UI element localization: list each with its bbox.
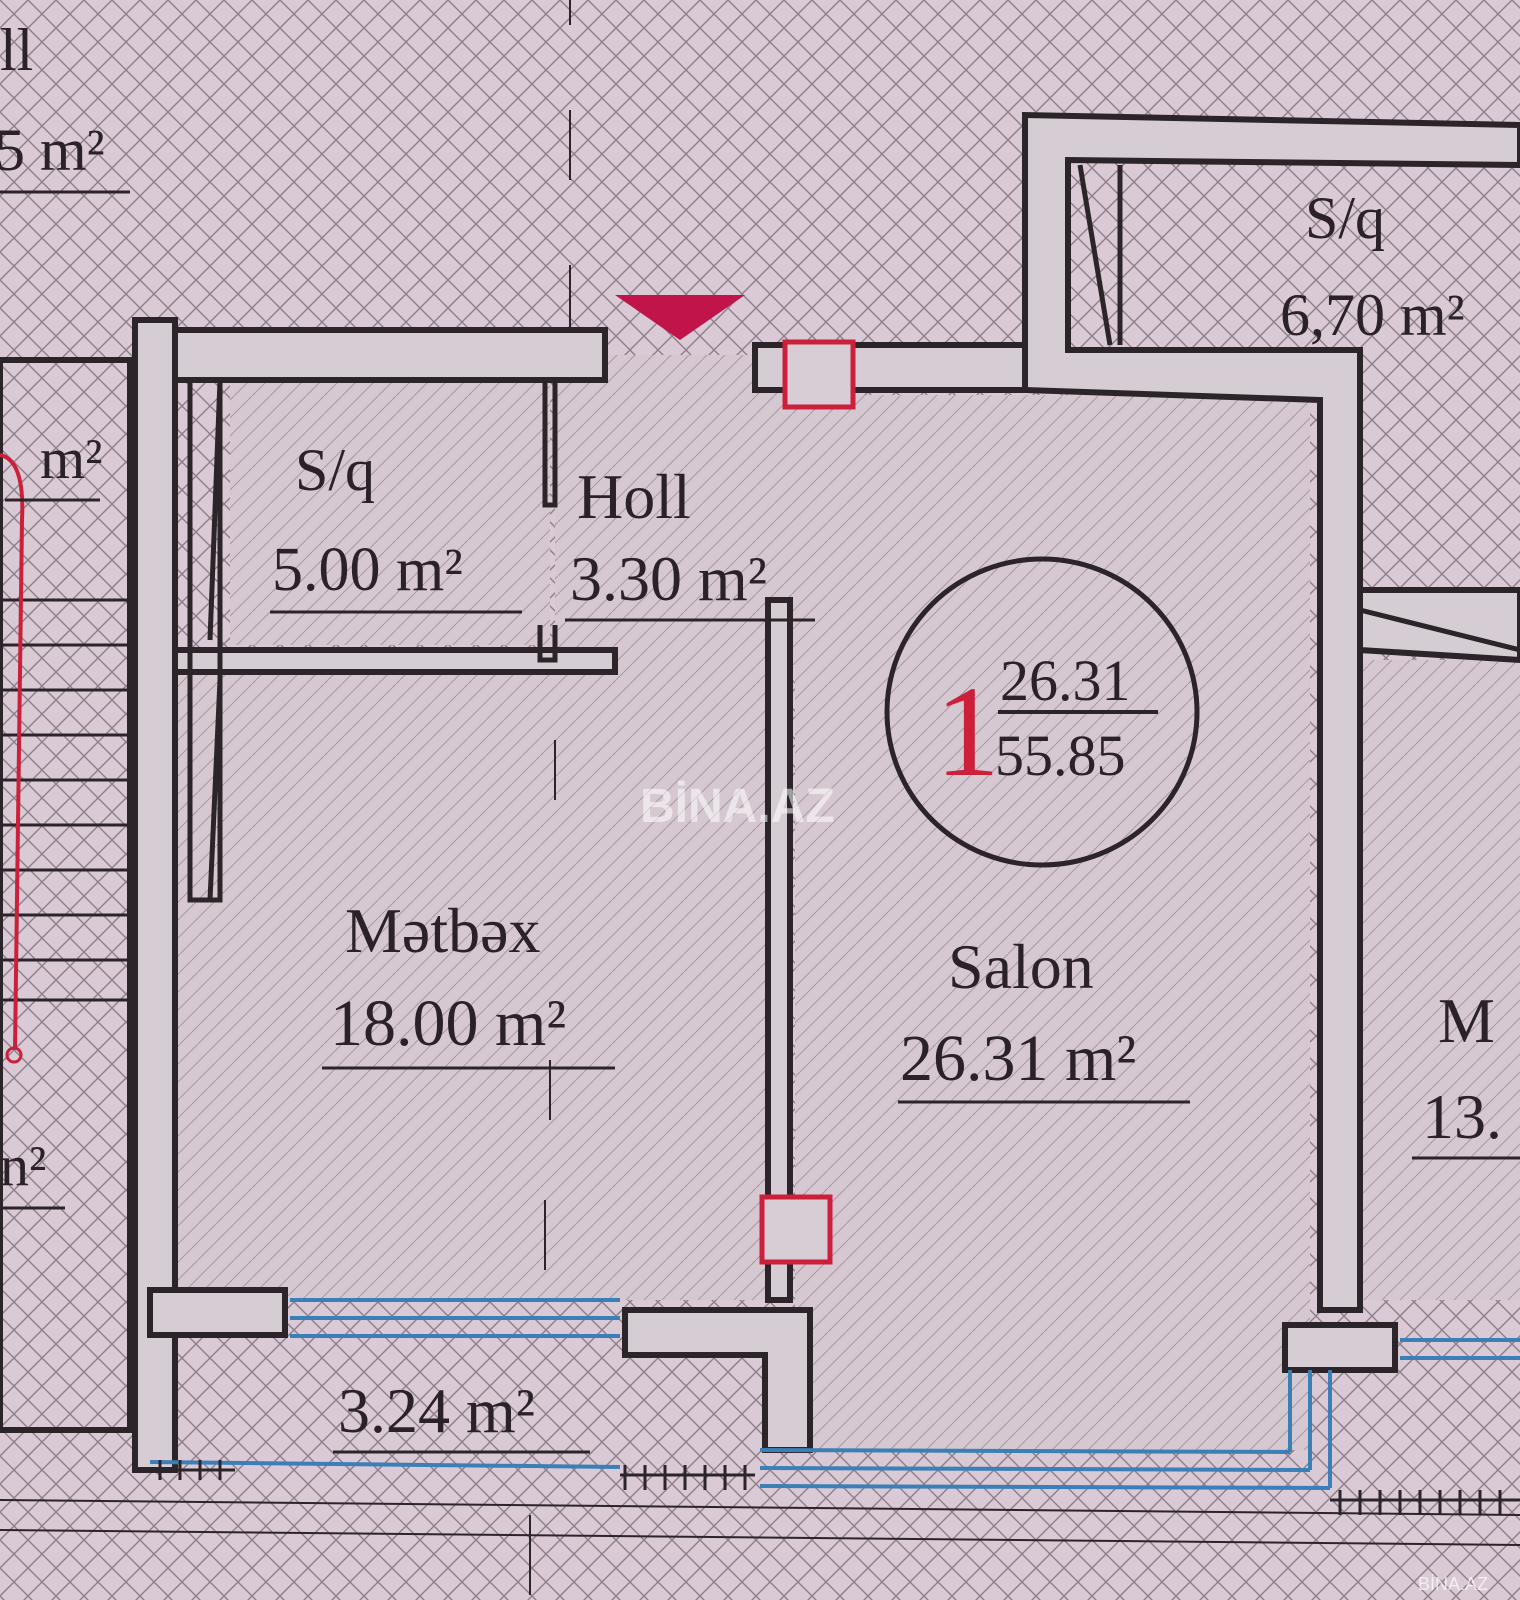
storage-top-right-name: S/q [1305,185,1385,251]
apartment-badge-circle [884,556,1200,868]
wall-stair-frame [0,357,133,1433]
entrance-marker-icon [615,295,745,340]
wall-kitchen-bottom-left [147,1287,288,1338]
kitchen-area: 18.00 m² [330,987,566,1060]
windows [149,1298,1520,1490]
storage-left-floor [230,375,550,645]
right-room-floor [1350,660,1520,1300]
watermark-corner: BİNA.AZ [1418,1574,1488,1594]
wall-salon-pier [1282,1322,1398,1373]
kitchen-name: Mətbəx [345,895,541,966]
salon-floor [795,395,1310,1450]
hall-name: Holl [577,461,691,532]
stair-direction-line [0,453,25,1051]
storage-left-name: S/q [295,437,375,503]
top-left-room-area: 5 m² [0,117,105,183]
storage-top-right-area: 6,70 m² [1280,282,1465,348]
wall-top-right [1022,111,1520,1313]
stair-area-top: m² [40,426,103,491]
salon-area: 26.31 m² [900,1022,1136,1095]
kitchen-floor [160,660,770,1300]
apartment-total-area: 55.85 [995,723,1126,788]
wall-top-storage [172,327,608,383]
axis-marks [544,0,571,1270]
column-marker-bottom [759,1194,833,1265]
stair-start-dot [5,1046,23,1064]
watermark-center: BİNA.AZ [640,780,835,833]
salon-name: Salon [948,931,1094,1002]
wall-right-room-top [1357,587,1520,664]
balcony-area: 3.24 m² [338,1375,535,1446]
apartment-living-area: 26.31 [1000,648,1131,713]
column-marker-top [782,339,856,410]
storage-left-area: 5.00 m² [272,536,463,604]
hall-area: 3.30 m² [570,543,767,614]
apartment-number: 1 [935,660,1000,804]
top-left-room-name: ll [0,17,33,83]
stair-area-bottom: n² [0,1133,46,1198]
balcony-railings [0,1460,1520,1595]
door-frames [187,164,1520,903]
apartment-badge: 1 26.31 55.85 [884,556,1200,868]
walls [0,111,1520,1473]
right-room-name: M [1438,985,1495,1056]
wall-hall-salon [765,597,793,1303]
right-room-area: 13. [1422,1081,1502,1152]
hall-floor [555,355,795,665]
wall-storage-kitchen [172,647,618,675]
stair-treads [0,598,130,1002]
